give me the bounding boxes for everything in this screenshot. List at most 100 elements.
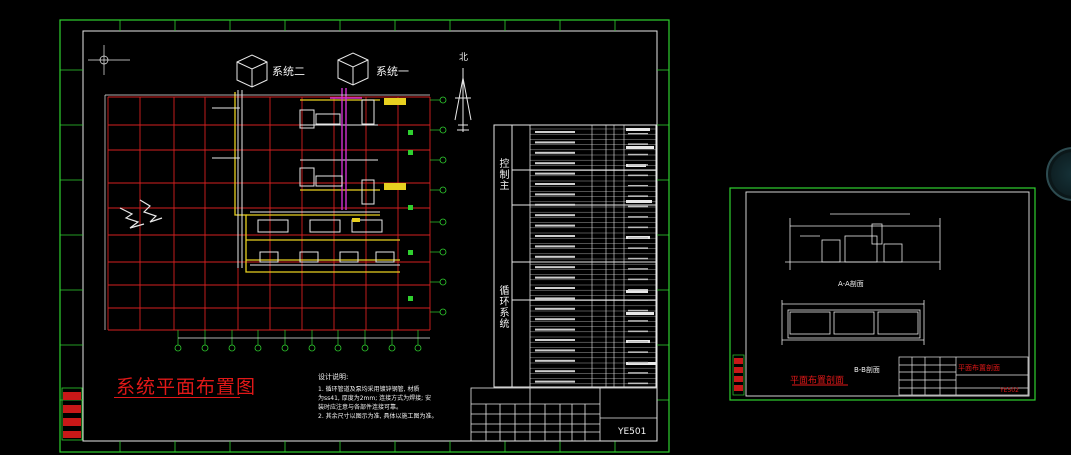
axis-bubble [334,344,342,352]
section-title-block [898,356,1029,396]
axis-bubble [414,344,422,352]
legend-cell-text [535,162,575,165]
equipment-blocks [257,99,395,263]
axis-bubble [439,186,447,194]
legend-cell-fill [626,312,654,315]
legend-cell-text [535,141,575,144]
legend-cell-text [628,309,648,312]
legend-cell-fill [626,128,650,131]
section-a-label: A-A剖面 [838,280,864,288]
section-b-drawing [781,300,925,345]
green-nodes [408,130,413,301]
axis-bubble [439,278,447,286]
main-sheet-outer-frame [59,19,670,453]
main-sheet-left-stamp [61,387,83,441]
section-sheet-title: 平面布置剖面 [790,376,845,386]
design-notes-line: 为ss41, 厚度为2mm; 连接方式为焊接; 安 [318,395,432,402]
legend-cell-text [628,278,648,281]
legend-cell-text [628,268,648,270]
legend-cell-text [535,339,575,341]
design-notes-heading: 设计说明: [318,373,349,381]
axis-bubble [361,344,369,352]
legend-cell-text [535,266,575,269]
axis-bubble [439,248,447,256]
axis-bubble [201,344,209,352]
legend-cell-text [628,247,648,249]
legend-cell-text [535,224,575,227]
label-system-two: 系统二 [272,65,305,78]
section-sheet [729,187,1036,401]
legend-cell-text [535,349,575,352]
legend-cell-fill [626,146,654,149]
legend-cell-text [628,164,648,166]
legend-cell-fill [626,200,652,203]
design-notes-line: 2. 其余尺寸以图示为准, 具体以施工图为准。 [318,413,438,420]
legend-cell-text [628,143,648,145]
axis-bubble-row [174,330,422,352]
legend-group-label-top: 控制主 [497,158,508,191]
legend-cell-text [535,172,575,175]
legend-cell-text [535,245,575,248]
legend-cell-text [535,235,575,237]
legend-cell-fill [626,362,656,365]
legend-cell-text [535,307,575,310]
equipment-legend-table [493,124,657,388]
tank-system-one [337,52,369,86]
legend-cell-text [628,330,648,333]
section-drawing-number: YE502 [1000,387,1019,394]
legend-cell-fill [626,290,648,293]
legend-cell-text [628,382,648,385]
design-notes-line: 装时应注意与各部件连接可靠。 [318,404,403,411]
legend-cell-text [628,341,648,343]
section-b-label: B-B剖面 [854,366,880,374]
legend-cell-text [628,257,648,260]
north-arrow-icon [454,68,472,132]
main-drawing-number: YE501 [618,427,647,437]
legend-cell-text [535,328,575,331]
legend-cell-text [628,361,648,364]
legend-cell-text [628,226,648,229]
legend-cell-text [628,237,648,239]
yellow-tags [352,98,406,222]
legend-cell-text [628,320,648,322]
legend-cell-text [628,185,648,187]
legend-cell-text [535,380,575,383]
axis-bubble [308,344,316,352]
section-sheet-left-stamp [732,354,745,396]
axis-bubble [439,308,447,316]
break-line-symbol [119,207,145,229]
axis-bubble [254,344,262,352]
main-sheet [59,19,670,453]
white-pipe-network [212,90,400,268]
legend-cell-text [535,183,575,185]
legend-cell-text [628,153,648,156]
axis-bubble [439,218,447,226]
dimension-lines [88,45,430,339]
legend-cell-text [535,276,575,279]
legend-cell-text [535,255,575,258]
legend-cell-text [628,205,648,208]
legend-cell-text [628,351,648,353]
legend-cell-text [628,289,648,291]
legend-cell-text [535,359,575,362]
floor-plan-grid [107,96,431,331]
magenta-pipe-network [330,88,362,210]
legend-cell-text [535,193,575,196]
legend-cell-text [535,370,575,373]
legend-group-label-mid: 循环系统 [497,285,508,329]
yellow-pipe-network [234,92,400,273]
legend-cell-text [535,297,575,300]
axis-bubble [439,126,447,134]
tank-system-two [236,54,268,88]
main-sheet-border-ticks [60,20,669,452]
axis-bubble [388,344,396,352]
legend-cell-text [535,151,575,154]
axis-bubble [281,344,289,352]
legend-cell-text [628,372,648,374]
section-sheet-inner-frame [745,191,1030,397]
main-title-block [470,387,658,442]
title-underline [114,397,240,398]
legend-cell-text [628,174,648,177]
axis-bubble-column [430,96,447,316]
